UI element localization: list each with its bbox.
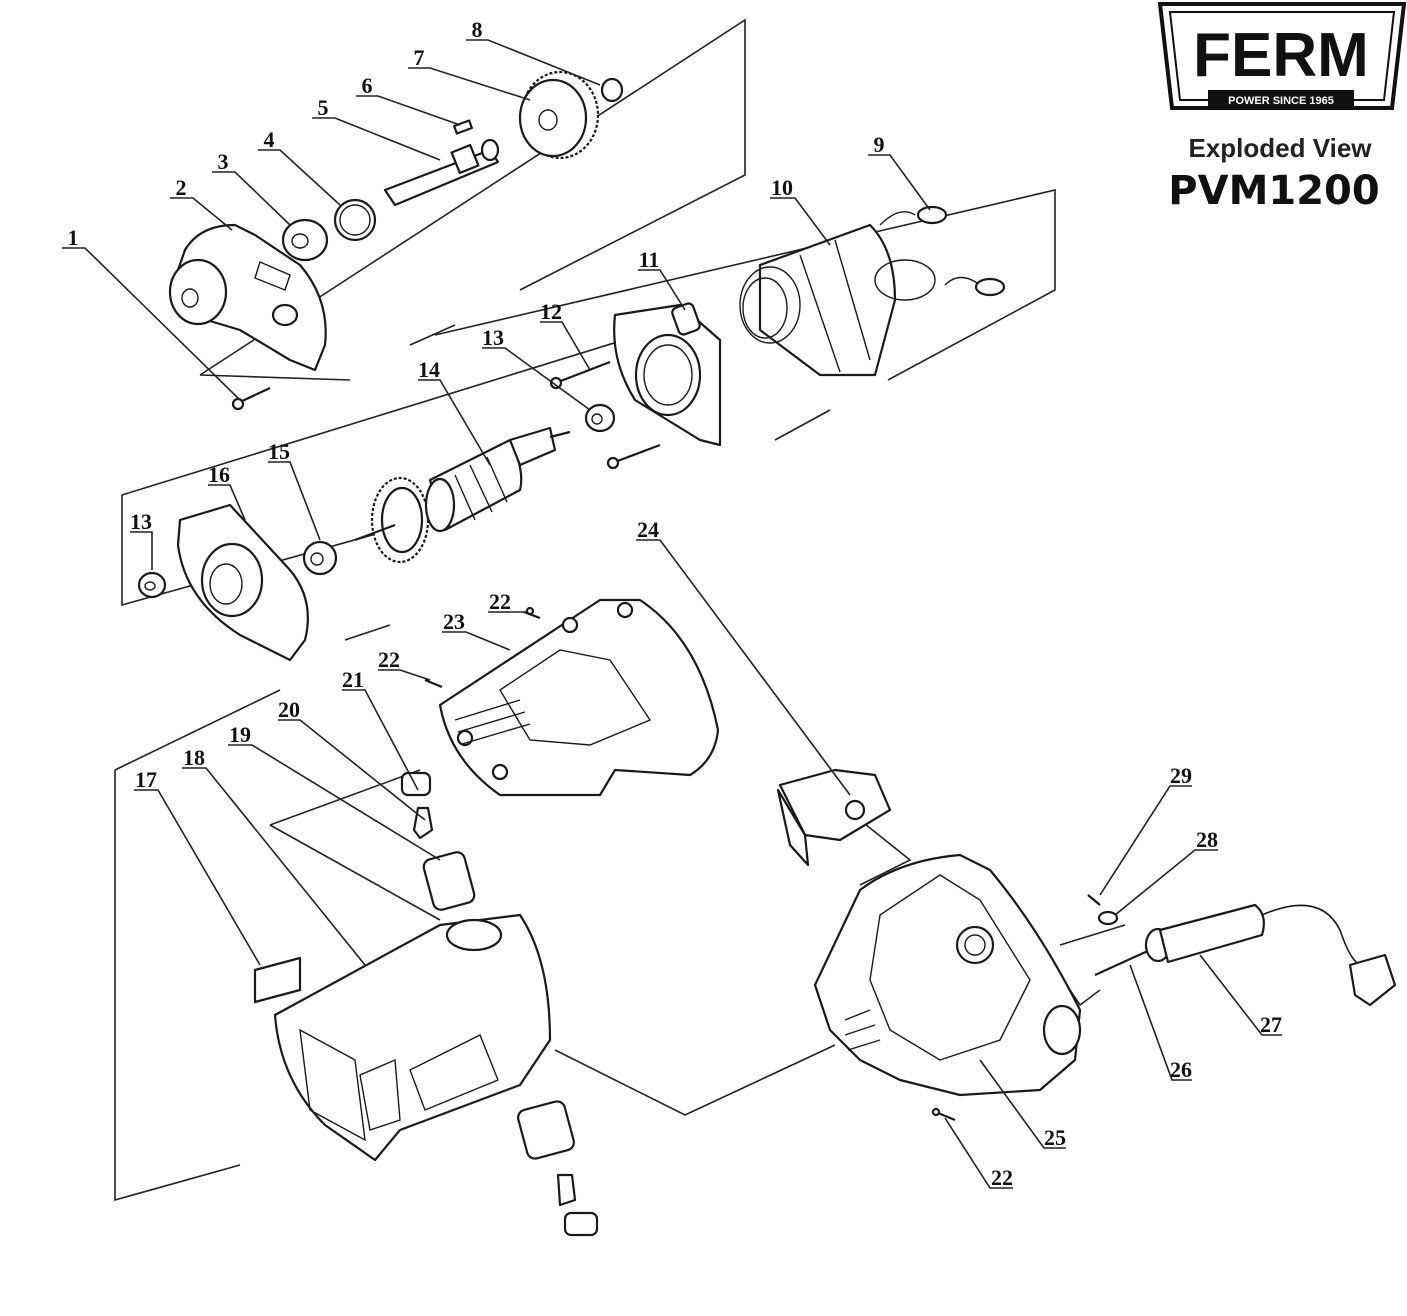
gearbox-cover	[168, 223, 327, 372]
screw-1	[231, 387, 271, 411]
circlip-4	[333, 198, 377, 242]
leader-lines	[62, 39, 1282, 1189]
callout-7: 7	[414, 45, 425, 70]
callout-22-left: 22	[378, 647, 400, 672]
bearing-15	[302, 540, 338, 576]
logo-text: FERM	[1193, 21, 1369, 90]
brush-assembly-lower	[517, 1100, 599, 1237]
bearing-13-upper	[584, 403, 616, 433]
callout-26: 26	[1170, 1057, 1192, 1082]
callout-19: 19	[229, 722, 251, 747]
callout-22-right: 22	[991, 1165, 1013, 1190]
callout-9: 9	[874, 132, 885, 157]
callout-12: 12	[540, 299, 562, 324]
callout-8: 8	[472, 17, 483, 42]
brush-holder-9	[879, 205, 1006, 297]
callout-27: 27	[1260, 1012, 1282, 1037]
assembly-boundaries	[114, 18, 1126, 1202]
callout-4: 4	[264, 127, 275, 152]
model-number: PVM1200	[1168, 168, 1379, 214]
callout-13-upper: 13	[482, 325, 504, 350]
screw-22-top	[424, 606, 541, 689]
gear-7	[518, 70, 600, 160]
stator-10	[739, 223, 936, 377]
callout-10: 10	[771, 175, 793, 200]
callout-29: 29	[1170, 763, 1192, 788]
callout-23: 23	[443, 609, 465, 634]
callout-3: 3	[218, 149, 229, 174]
callout-5: 5	[318, 95, 329, 120]
bearing-3	[281, 218, 329, 262]
callout-21: 21	[342, 667, 364, 692]
label-17	[253, 956, 302, 1004]
handle-25	[813, 853, 1082, 1097]
armature-14	[354, 426, 571, 564]
ferm-logo: FERM POWER SINCE 1965	[1157, 1, 1407, 110]
callout-24: 24	[637, 517, 659, 542]
callout-11: 11	[639, 247, 660, 272]
cable-clamp-28-29	[1087, 894, 1119, 926]
screw-12	[549, 360, 661, 470]
bearing-plate	[613, 303, 722, 447]
rear-cover-23	[438, 598, 720, 797]
callout-15: 15	[268, 439, 290, 464]
switch-24	[776, 768, 892, 867]
cable-26-27	[1094, 903, 1397, 1007]
callout-6: 6	[362, 73, 373, 98]
main-housing-18	[273, 913, 552, 1162]
screw-22-right	[931, 1107, 956, 1122]
callout-2: 2	[176, 175, 187, 200]
callout-22-top: 22	[489, 589, 511, 614]
diagram-title: Exploded View	[1188, 133, 1372, 163]
callout-1: 1	[68, 225, 79, 250]
logo-tagline: POWER SINCE 1965	[1228, 95, 1334, 107]
key-6	[453, 119, 473, 135]
pin-11	[671, 302, 701, 336]
callout-labels: 1 2 3 4 5 6 7 8 9 10 11 12 13 14 13 15 1…	[68, 17, 1283, 1190]
bearing-13-lower	[137, 571, 167, 599]
callout-17: 17	[135, 767, 157, 792]
callout-14: 14	[418, 357, 440, 382]
output-shaft-5	[383, 138, 500, 207]
circlip-8	[600, 77, 624, 103]
callout-16: 16	[208, 462, 230, 487]
callout-18: 18	[183, 745, 205, 770]
callout-25: 25	[1044, 1125, 1066, 1150]
brush-cap-21	[400, 771, 476, 911]
callout-20: 20	[278, 697, 300, 722]
callout-13-lower: 13	[130, 509, 152, 534]
motor-housing-16	[176, 503, 309, 662]
callout-28: 28	[1196, 827, 1218, 852]
